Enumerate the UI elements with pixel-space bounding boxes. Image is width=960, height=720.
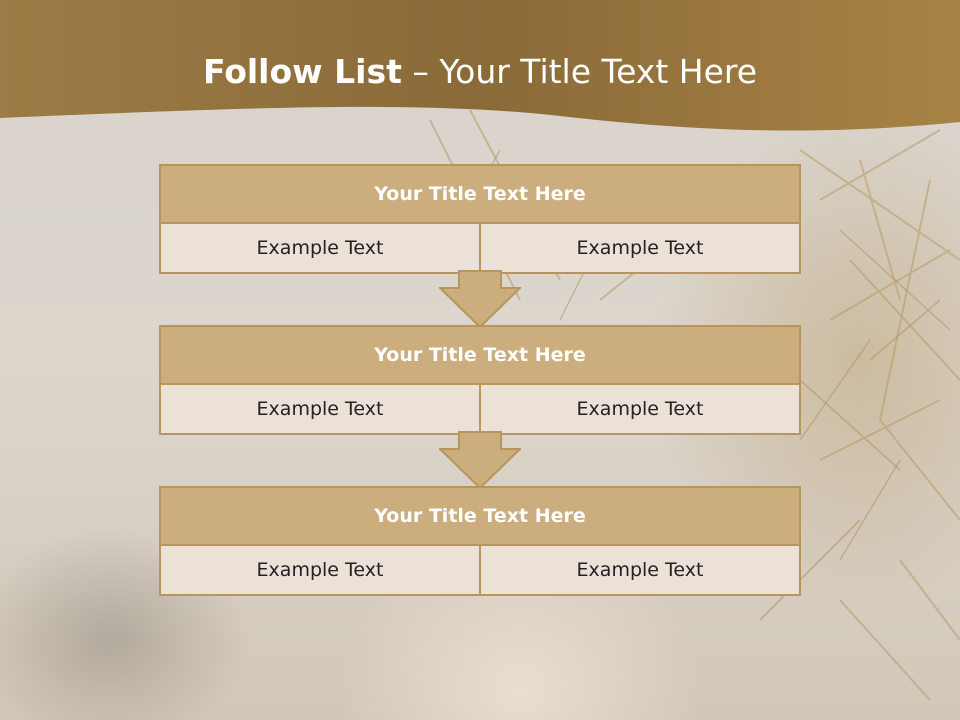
- step-cell-right: Example Text: [479, 224, 799, 272]
- step-block-1: Your Title Text Here Example Text Exampl…: [159, 164, 801, 274]
- down-arrow-icon: [439, 431, 521, 489]
- step-cell-right: Example Text: [479, 385, 799, 433]
- header-band: [0, 0, 960, 131]
- step-row: Example Text Example Text: [161, 385, 799, 433]
- step-cell-left: Example Text: [256, 559, 384, 581]
- step-row: Example Text Example Text: [161, 224, 799, 272]
- step-title: Your Title Text Here: [161, 488, 799, 546]
- step-block-2: Your Title Text Here Example Text Exampl…: [159, 325, 801, 435]
- slide-title: Follow List – Your Title Text Here: [0, 52, 960, 91]
- slide-title-rest: – Your Title Text Here: [401, 52, 758, 91]
- step-row: Example Text Example Text: [161, 546, 799, 594]
- step-cell-left: Example Text: [256, 237, 384, 259]
- step-title: Your Title Text Here: [161, 327, 799, 385]
- slide-title-bold: Follow List: [202, 52, 402, 91]
- step-cell-left: Example Text: [256, 398, 384, 420]
- step-title: Your Title Text Here: [161, 166, 799, 224]
- step-block-3: Your Title Text Here Example Text Exampl…: [159, 486, 801, 596]
- down-arrow-icon: [439, 270, 521, 328]
- step-cell-right: Example Text: [479, 546, 799, 594]
